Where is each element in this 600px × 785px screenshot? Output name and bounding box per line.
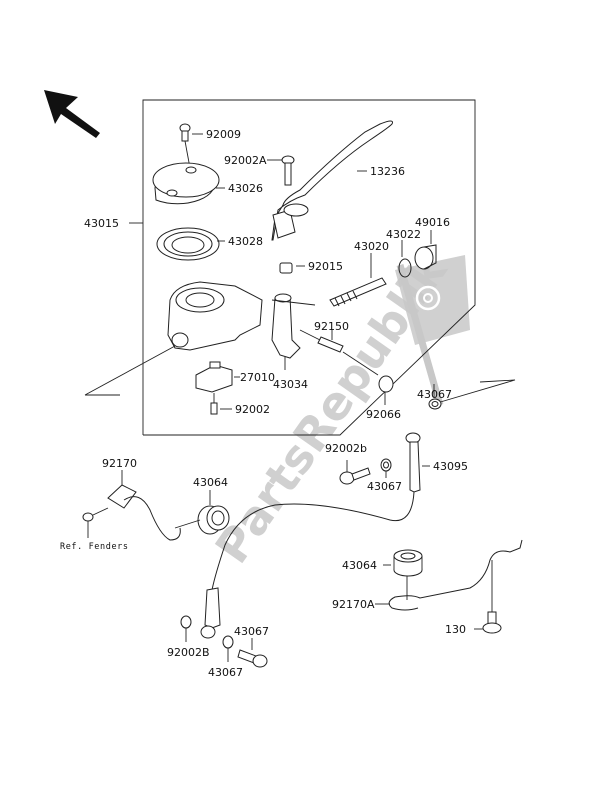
part-label-92002b[interactable]: 92002b: [325, 442, 367, 455]
part-label-43067-d[interactable]: 43067: [208, 666, 243, 679]
part-label-43020[interactable]: 43020: [354, 240, 389, 253]
part-label-43064-b[interactable]: 43064: [342, 559, 377, 572]
part-92150[interactable]: 92150: [299, 320, 379, 376]
part-92002b[interactable]: 92002b: [325, 442, 371, 485]
part-label-92170A[interactable]: 92170A: [332, 598, 375, 611]
part-43067-upper[interactable]: 43067: [417, 384, 452, 410]
part-92015[interactable]: 92015: [279, 260, 343, 274]
part-43067-bottom-middle[interactable]: 43067: [208, 635, 243, 679]
watermark-flag-icon: [395, 255, 470, 406]
part-label-92002[interactable]: 92002: [235, 403, 270, 416]
ref-fenders-note[interactable]: Ref. Fenders: [60, 542, 129, 552]
part-label-43034[interactable]: 43034: [273, 378, 308, 391]
part-43022[interactable]: 43022: [386, 228, 421, 278]
part-label-43067-c[interactable]: 92002B: [167, 646, 210, 659]
part-92002B[interactable]: 43067: [234, 625, 269, 668]
part-43067-middle[interactable]: 43067: [367, 458, 402, 493]
guide-line: [436, 379, 516, 404]
part-label-43095[interactable]: 43095: [433, 460, 468, 473]
part-label-92002A[interactable]: 92002A: [224, 154, 267, 167]
part-label-43028[interactable]: 43028: [228, 235, 263, 248]
front-direction-arrow-icon: [44, 90, 100, 138]
part-43020[interactable]: 43020: [329, 240, 389, 307]
part-label-43064-a[interactable]: 43064: [193, 476, 228, 489]
part-92170A[interactable]: 92170A: [332, 539, 523, 611]
part-43064-right[interactable]: 43064: [342, 549, 423, 600]
part-label-43022[interactable]: 43022: [386, 228, 421, 241]
brake-hose: [200, 491, 415, 639]
part-49016[interactable]: 49016: [414, 216, 450, 270]
part-label-92150[interactable]: 92150: [314, 320, 349, 333]
part-92170[interactable]: 92170 Ref. Fenders: [60, 457, 181, 552]
part-label-43026[interactable]: 43026: [228, 182, 263, 195]
part-label-43015[interactable]: 43015: [84, 217, 119, 230]
part-43095[interactable]: 43095: [405, 432, 468, 493]
part-label-92066[interactable]: 92066: [366, 408, 401, 421]
part-label-92015[interactable]: 92015: [308, 260, 343, 273]
part-label-43067-a[interactable]: 43067: [417, 388, 452, 401]
part-43028[interactable]: 43028: [156, 227, 263, 261]
part-label-27010[interactable]: 27010: [240, 371, 275, 384]
part-130[interactable]: 130: [445, 560, 502, 636]
part-13236[interactable]: 13236: [271, 120, 405, 241]
part-43067-bottom-left[interactable]: 92002B: [167, 615, 210, 659]
part-43034[interactable]: 43034: [271, 293, 316, 391]
part-92002[interactable]: 92002: [210, 393, 270, 416]
part-label-49016[interactable]: 49016: [415, 216, 450, 229]
part-label-92170[interactable]: 92170: [102, 457, 137, 470]
assembly-outline: 43015: [84, 99, 476, 436]
master-cylinder-body[interactable]: [84, 281, 263, 396]
part-label-92009[interactable]: 92009: [206, 128, 241, 141]
part-label-13236[interactable]: 13236: [370, 165, 405, 178]
part-43064-left[interactable]: 43064: [174, 476, 230, 535]
part-label-130[interactable]: 130: [445, 623, 466, 636]
part-label-43067-b[interactable]: 43067: [367, 480, 402, 493]
part-label-92002B[interactable]: 43067: [234, 625, 269, 638]
part-92066[interactable]: 92066: [366, 375, 401, 421]
part-27010[interactable]: 27010: [195, 361, 275, 393]
part-43026[interactable]: 43026: [152, 162, 263, 205]
part-92002A[interactable]: 92002A: [224, 154, 295, 186]
